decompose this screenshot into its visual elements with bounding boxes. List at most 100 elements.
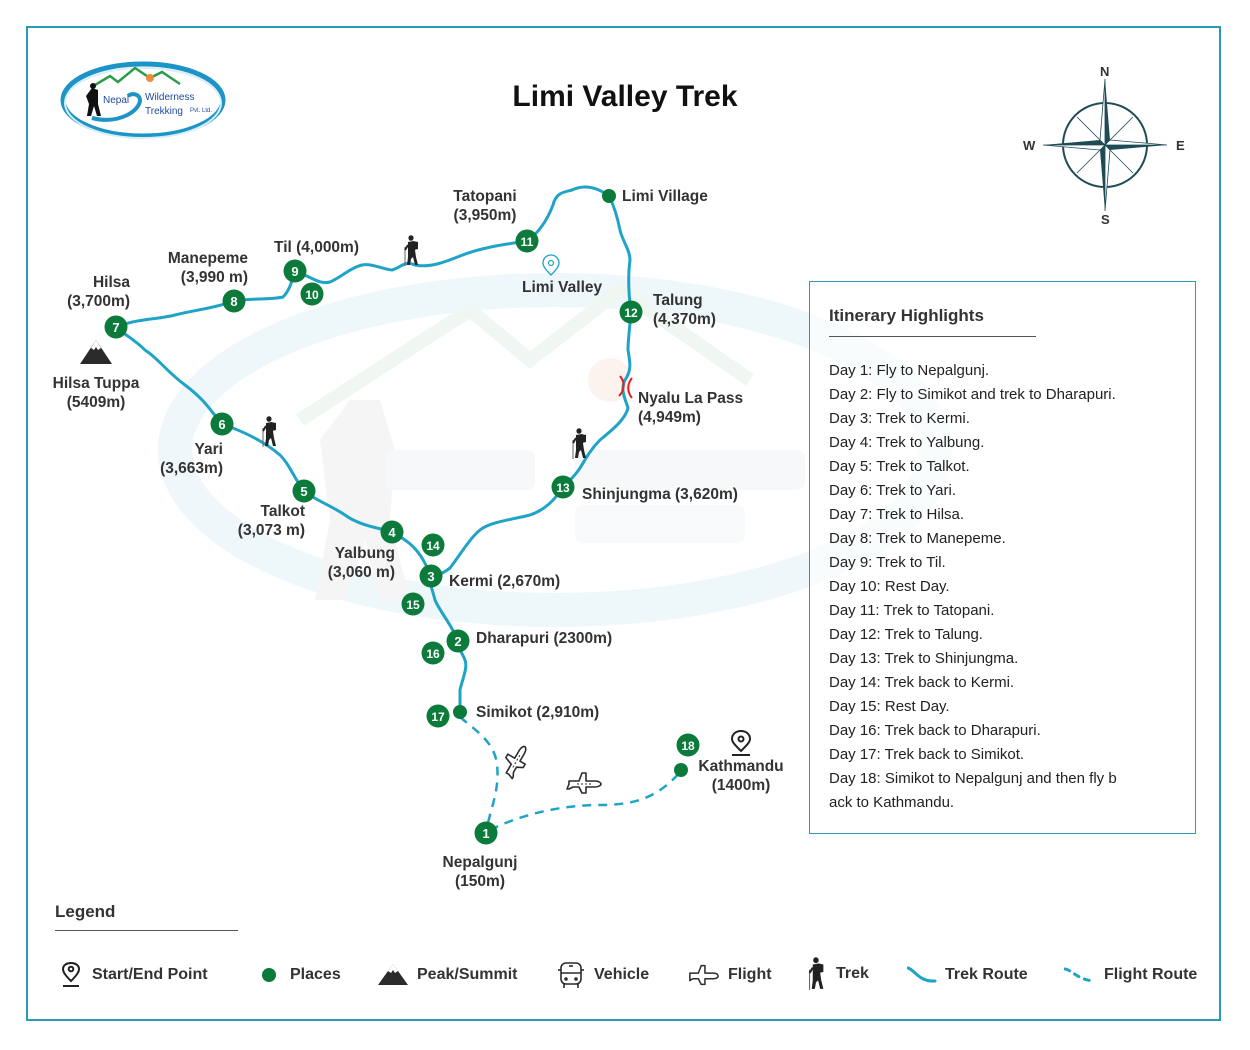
legend-label: Trek [836, 965, 869, 982]
day-marker-number: 13 [556, 481, 570, 495]
legend-label: Places [290, 966, 341, 983]
day-marker-number: 9 [291, 264, 298, 279]
peak-icon-hilsa-tuppa [80, 340, 112, 364]
place-label-kathmandu: Kathmandu(1400m) [698, 758, 784, 794]
day-marker-number: 10 [305, 288, 319, 302]
day-marker-number: 15 [406, 598, 420, 612]
day-marker-11: 11 [515, 229, 539, 253]
peak-label-hilsa-tuppa: Hilsa Tuppa(5409m) [52, 375, 140, 411]
place-label-talkot: Talkot(3,073 m) [237, 503, 305, 539]
place-label-hilsa: Hilsa(3,700m) [67, 274, 130, 310]
day-marker-2: 2 [446, 629, 470, 653]
legend-label: Trek Route [945, 966, 1028, 983]
itinerary-panel: Itinerary Highlights Day 1: Fly to Nepal… [809, 281, 1196, 834]
legend-item-peak: Peak/Summit [377, 962, 517, 988]
itinerary-day: Day 10: Rest Day. [829, 578, 950, 595]
legend-label: Start/End Point [92, 966, 208, 983]
place-label-limi-village: Limi Village [622, 188, 708, 205]
itinerary-day: Day 12: Trek to Talung. [829, 626, 983, 643]
itinerary-day: Day 9: Trek to Til. [829, 554, 946, 571]
page-title: Limi Valley Trek [512, 80, 738, 113]
start-end-pin-icon-kathmandu [730, 729, 752, 756]
day-marker-4: 4 [380, 520, 404, 544]
legend-title: Legend [55, 902, 116, 921]
plane-icon [497, 740, 534, 782]
trekker-icon [404, 234, 419, 267]
place-dot-simikot [453, 705, 467, 719]
day-marker-number: 3 [427, 569, 434, 584]
company-logo [60, 61, 226, 139]
compass-east-label: E [1176, 138, 1185, 153]
itinerary-day: Day 8: Trek to Manepeme. [829, 530, 1006, 547]
itinerary-divider [829, 336, 1036, 337]
day-marker-9: 9 [283, 259, 307, 283]
day-marker-number: 4 [388, 525, 396, 540]
day-marker-number: 18 [681, 739, 695, 753]
place-dot-limi-village [602, 189, 616, 203]
itinerary-day: Day 5: Trek to Talkot. [829, 458, 970, 475]
day-marker-10: 10 [300, 282, 324, 306]
flight-route-simikot-nepalgunj [459, 716, 499, 833]
legend-label: Vehicle [594, 966, 650, 983]
day-marker-1: 1 [474, 821, 498, 845]
trek-route-main [114, 185, 633, 715]
day-marker-number: 6 [218, 417, 225, 432]
itinerary-title: Itinerary Highlights [829, 306, 984, 325]
itinerary-day: Day 6: Trek to Yari. [829, 482, 956, 499]
legend-item-trek-route: Trek Route [907, 962, 1028, 988]
day-marker-number: 14 [426, 539, 440, 553]
legend-item-flight: Flight [688, 962, 772, 988]
compass-south-label: S [1101, 212, 1110, 227]
day-marker-number: 17 [431, 710, 445, 724]
itinerary-day: Day 15: Rest Day. [829, 698, 950, 715]
itinerary-day: Day 3: Trek to Kermi. [829, 410, 970, 427]
day-marker-16: 16 [421, 641, 445, 665]
day-marker-12: 12 [619, 300, 643, 324]
compass-north-label: N [1100, 64, 1110, 79]
itinerary-day: ack to Kathmandu. [829, 794, 955, 811]
itinerary-day: Day 7: Trek to Hilsa. [829, 506, 965, 523]
logo-text-nepal: Nepal [103, 95, 130, 106]
legend-label: Flight Route [1104, 966, 1198, 983]
flight-route-icon [1064, 967, 1096, 983]
day-marker-5: 5 [292, 479, 316, 503]
place-label-til: Til (4,000m) [274, 239, 360, 256]
day-marker-14: 14 [421, 533, 445, 557]
place-label-shinjungma: Shinjungma (3,620m) [582, 486, 738, 503]
day-marker-18: 18 [676, 733, 700, 757]
legend-label: Flight [728, 966, 772, 983]
place-label-nepalgunj: Nepalgunj(150m) [442, 854, 518, 890]
place-label-simikot: Simikot (2,910m) [476, 704, 600, 721]
place-dot-kathmandu [674, 763, 688, 777]
flight-route-nepalgunj-kathmandu [489, 769, 683, 832]
location-pin-icon-limi-valley [542, 254, 560, 276]
logo-text-wilderness: Wilderness [145, 92, 195, 103]
compass-rose-icon [1042, 78, 1168, 212]
day-marker-number: 1 [482, 826, 489, 841]
trekker-icon [808, 957, 825, 991]
place-label-yalbung: Yalbung(3,060 m) [327, 545, 395, 581]
place-dot-icon [262, 968, 276, 982]
place-label-kermi: Kermi (2,670m) [449, 573, 561, 590]
place-label-tatopani: Tatopani(3,950m) [453, 188, 517, 224]
legend-item-places: Places [256, 962, 341, 988]
itinerary-day: Day 16: Trek back to Dharapuri. [829, 722, 1041, 739]
day-marker-number: 11 [521, 235, 534, 249]
day-marker-15: 15 [401, 592, 425, 616]
legend-item-flight-route: Flight Route [1064, 962, 1197, 988]
legend-label: Peak/Summit [417, 966, 518, 983]
itinerary-day: Day 18: Simikot to Nepalgunj and then fl… [829, 770, 1117, 787]
itinerary-day: Day 17: Trek back to Simikot. [829, 746, 1025, 763]
start-end-pin-icon [61, 962, 81, 987]
itinerary-day: Day 4: Trek to Yalbung. [829, 434, 985, 451]
day-marker-number: 7 [112, 320, 119, 335]
compass-west-label: W [1023, 138, 1036, 153]
day-marker-3: 3 [419, 564, 443, 588]
day-marker-17: 17 [426, 704, 450, 728]
flight-icon [689, 964, 719, 986]
day-marker-number: 2 [454, 634, 461, 649]
day-marker-6: 6 [210, 412, 234, 436]
place-label-nyalu-la-pass: Nyalu La Pass(4,949m) [638, 390, 744, 426]
vehicle-icon [558, 962, 584, 988]
